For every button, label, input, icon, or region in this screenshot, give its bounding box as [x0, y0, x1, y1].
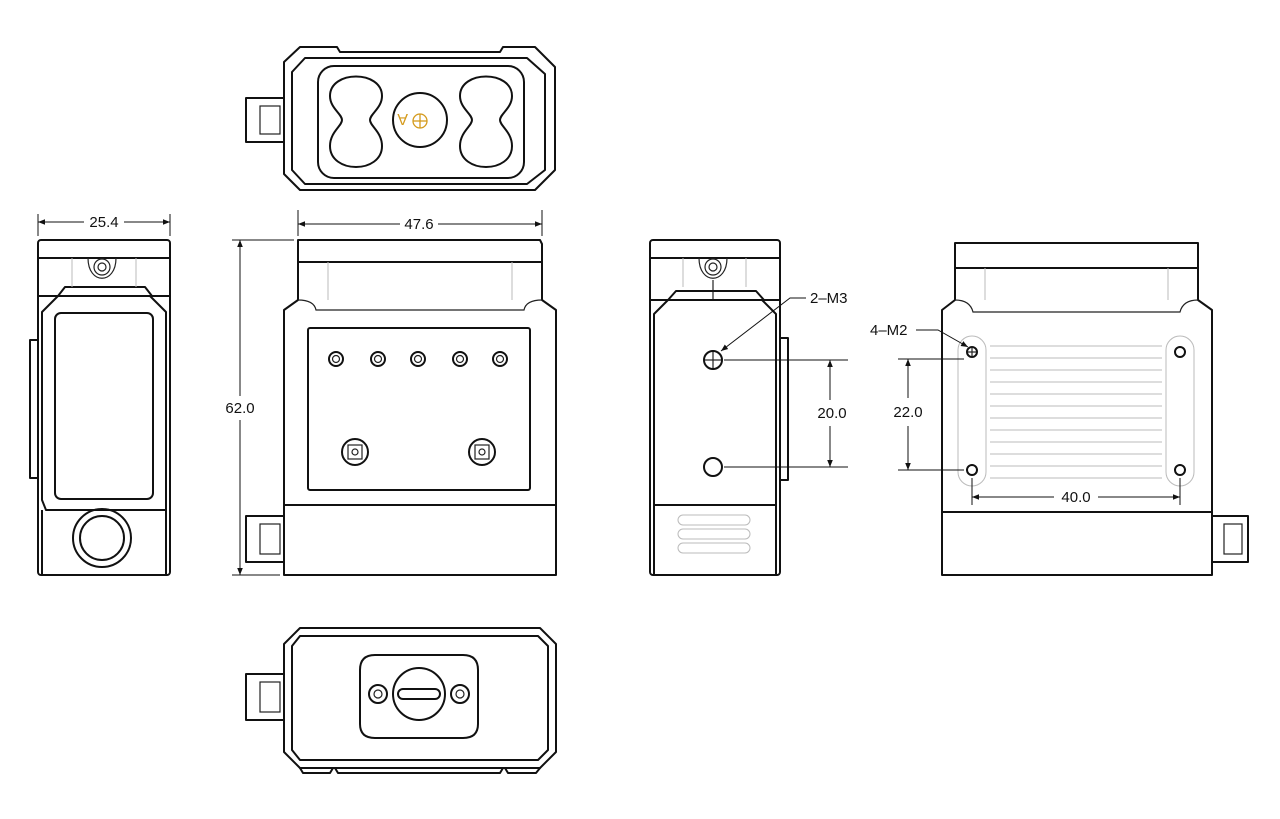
knob-slot-icon: [397, 688, 441, 700]
front-view: 47.6 62.0: [225, 210, 557, 576]
bottom-view: [245, 627, 557, 774]
right-view: 4–M2 22.0 40.0: [870, 242, 1249, 576]
m3-hole-lower: [703, 457, 723, 477]
mount-screw-right: [468, 438, 496, 466]
top-view: A: [245, 46, 556, 191]
m2-hole-callout: 4–M2: [870, 322, 908, 339]
mount-screw-left: [341, 438, 369, 466]
m3-hole-upper: [703, 350, 723, 370]
hole-spacing-dimension-20-0: 20.0: [817, 405, 846, 422]
left-view: 25.4: [29, 214, 171, 576]
height-dimension-62-0: 62.0: [225, 400, 254, 417]
back-view: 2–M3 20.0: [649, 239, 848, 576]
m3-hole-callout: 2–M3: [810, 290, 848, 307]
vertical-hole-spacing-22-0: 22.0: [893, 404, 922, 421]
adjustment-knob: [392, 667, 446, 721]
pin-row: [328, 351, 508, 367]
top-marking-text: A: [397, 110, 408, 127]
width-dimension-47-6: 47.6: [404, 216, 433, 233]
width-dimension-25-4: 25.4: [89, 214, 118, 231]
horizontal-hole-spacing-40-0: 40.0: [1061, 489, 1090, 506]
